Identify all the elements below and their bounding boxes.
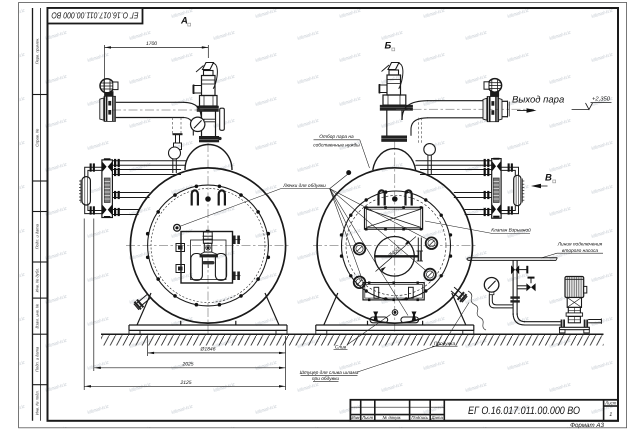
svg-text:Справ. №: Справ. №: [34, 128, 39, 147]
svg-text:Лючки для обдувки: Лючки для обдувки: [282, 183, 326, 189]
svg-text:Взам. инв. №: Взам. инв. №: [34, 303, 39, 328]
svg-text:Отбор пара на: Отбор пара на: [319, 134, 354, 140]
svg-text:№ докум.: № докум.: [383, 415, 402, 420]
svg-text:Подп. и дата: Подп. и дата: [34, 223, 39, 249]
svg-text:ЕГ О.16.017.011.00.000 ВО: ЕГ О.16.017.011.00.000 ВО: [51, 11, 138, 21]
svg-text:Продувка: Продувка: [434, 341, 456, 347]
svg-text:Дата: Дата: [431, 415, 444, 420]
svg-text:Лист: Лист: [604, 401, 616, 406]
svg-text:1: 1: [609, 412, 612, 418]
svg-text:Лист: Лист: [361, 415, 373, 420]
svg-text:Перв. примен.: Перв. примен.: [34, 38, 39, 65]
svg-text:второго насоса: второго насоса: [562, 249, 598, 254]
svg-text:2025: 2025: [181, 361, 193, 367]
svg-text:собственные нужды: собственные нужды: [313, 142, 360, 148]
svg-text:Инв. № подл.: Инв. № подл.: [34, 390, 39, 415]
svg-text:Ø1846: Ø1846: [199, 347, 215, 353]
svg-text:при обдувки: при обдувки: [312, 376, 339, 382]
svg-text:Изм: Изм: [352, 415, 360, 420]
svg-text:А: А: [180, 16, 188, 27]
svg-text:1700: 1700: [146, 41, 157, 47]
svg-text:Штуцер для слива шлама: Штуцер для слива шлама: [300, 370, 359, 376]
svg-text:В: В: [545, 173, 552, 184]
svg-text:Б: Б: [385, 41, 392, 52]
svg-text:ЕГ О.16.017.011.00.000 ВО: ЕГ О.16.017.011.00.000 ВО: [468, 405, 580, 417]
svg-text:Формат А3: Формат А3: [570, 422, 604, 429]
svg-text:2125: 2125: [179, 380, 191, 386]
svg-text:Инв. № дубл.: Инв. № дубл.: [34, 268, 39, 293]
svg-text:+2,350: +2,350: [592, 96, 611, 103]
svg-text:Выход пара: Выход пара: [512, 95, 564, 106]
svg-text:Подп. и дата: Подп. и дата: [34, 346, 39, 372]
svg-text:Линия подключения: Линия подключения: [557, 241, 603, 247]
svg-text:Слив: Слив: [335, 344, 347, 350]
svg-text:Клапан Взрывной: Клапан Взрывной: [491, 228, 531, 234]
svg-text:Подпись: Подпись: [411, 415, 429, 420]
